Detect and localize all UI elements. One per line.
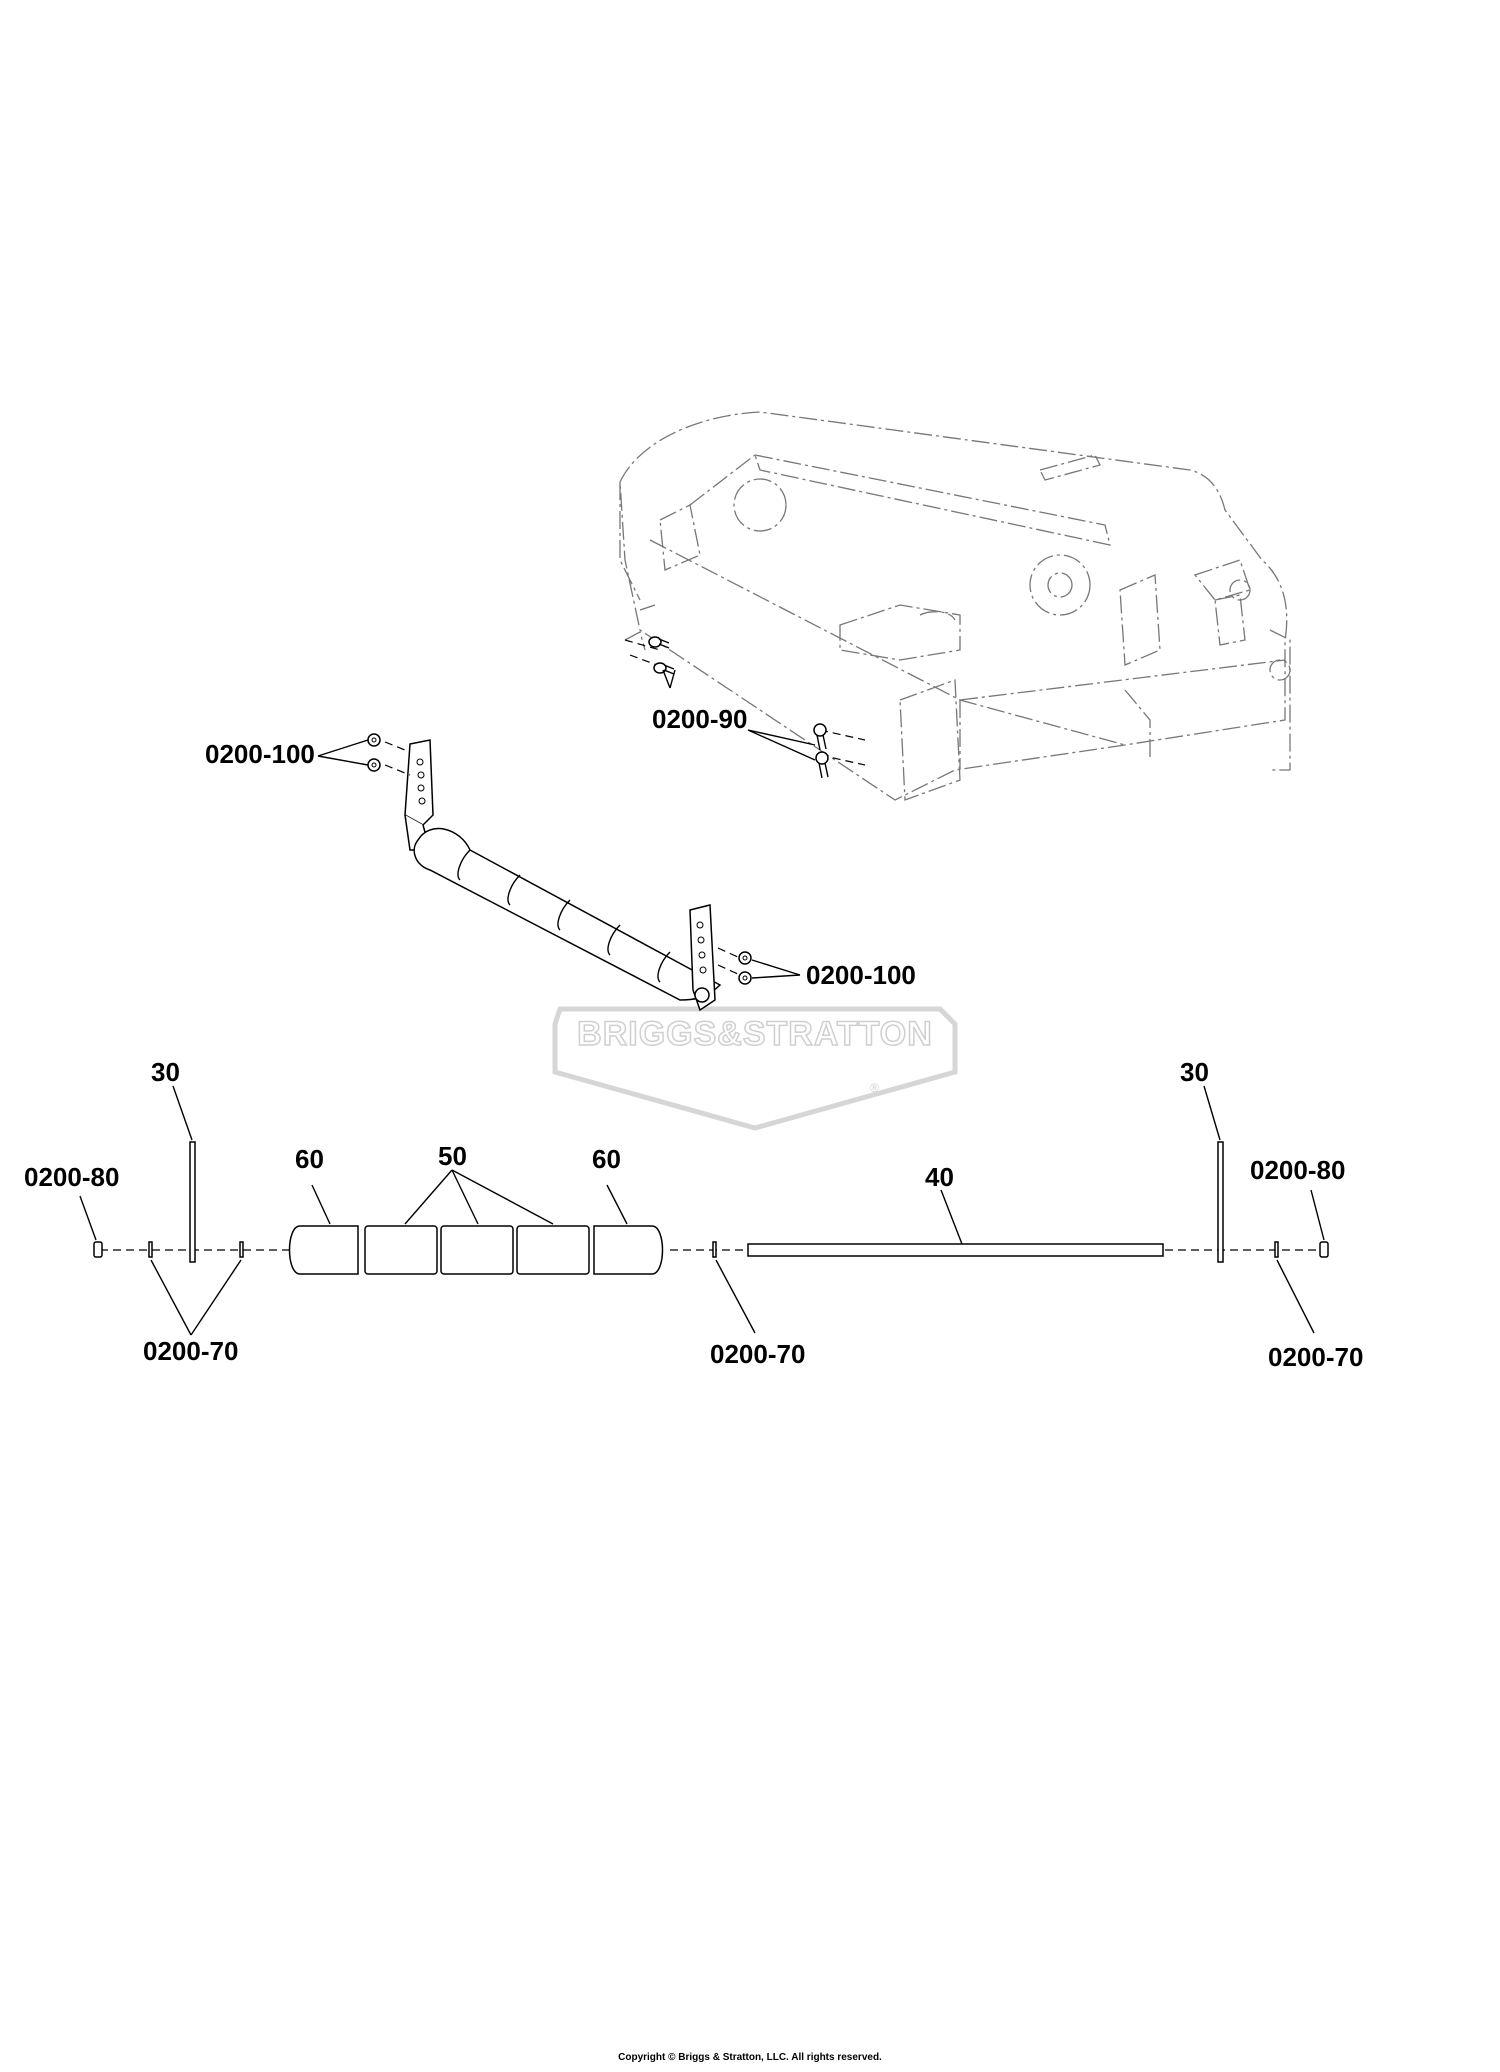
leader-lines	[79, 669, 1325, 1336]
roller-end-left	[288, 1225, 359, 1275]
washer-right	[1274, 1241, 1279, 1258]
callout-0200-100-left: 0200-100	[205, 739, 315, 769]
cap-left	[93, 1241, 103, 1258]
copyright-footer: Copyright © Briggs & Stratton, LLC. All …	[618, 2052, 882, 2063]
callout-0200-70-right: 0200-70	[1268, 1342, 1363, 1372]
shaft	[747, 1243, 1164, 1257]
washer-center	[712, 1241, 717, 1258]
mower-deck-phantom	[619, 411, 1291, 801]
callout-50: 50	[438, 1141, 467, 1171]
washer-left-2	[239, 1241, 244, 1258]
callout-0200-70-left: 0200-70	[143, 1336, 238, 1366]
callout-0200-70-center: 0200-70	[710, 1339, 805, 1369]
bolts-0200-90	[648, 636, 829, 779]
roller-assembly-iso	[384, 739, 741, 1012]
callout-0200-80-right: 0200-80	[1250, 1155, 1345, 1185]
callout-0200-100-right: 0200-100	[806, 960, 916, 990]
watermark-trademark: ®	[870, 1081, 879, 1095]
bracket-bar-right	[1217, 1141, 1224, 1263]
exploded-row	[93, 1141, 1329, 1275]
nuts-0200-100	[367, 733, 752, 985]
roller-middle-1	[364, 1225, 438, 1275]
cap-right	[1319, 1241, 1329, 1258]
bracket-bar-left	[189, 1141, 196, 1263]
briggs-stratton-watermark: BRIGGS&STRATTON ®	[552, 1006, 958, 1131]
washer-left-1	[148, 1241, 153, 1258]
callout-60-left: 60	[295, 1144, 324, 1174]
callout-labels: 0200-100 0200-90 0200-100 30 30 0200-80 …	[24, 704, 1363, 1372]
roller-middle-2	[440, 1225, 514, 1275]
callout-60-right: 60	[592, 1144, 621, 1174]
roller-middle-3	[516, 1225, 590, 1275]
callout-0200-90: 0200-90	[652, 704, 747, 734]
watermark-text: BRIGGS&STRATTON	[577, 1015, 933, 1053]
callout-30-right: 30	[1180, 1057, 1209, 1087]
callout-30-left: 30	[151, 1057, 180, 1087]
callout-40: 40	[925, 1162, 954, 1192]
roller-end-right	[593, 1225, 664, 1275]
callout-0200-80-left: 0200-80	[24, 1162, 119, 1192]
